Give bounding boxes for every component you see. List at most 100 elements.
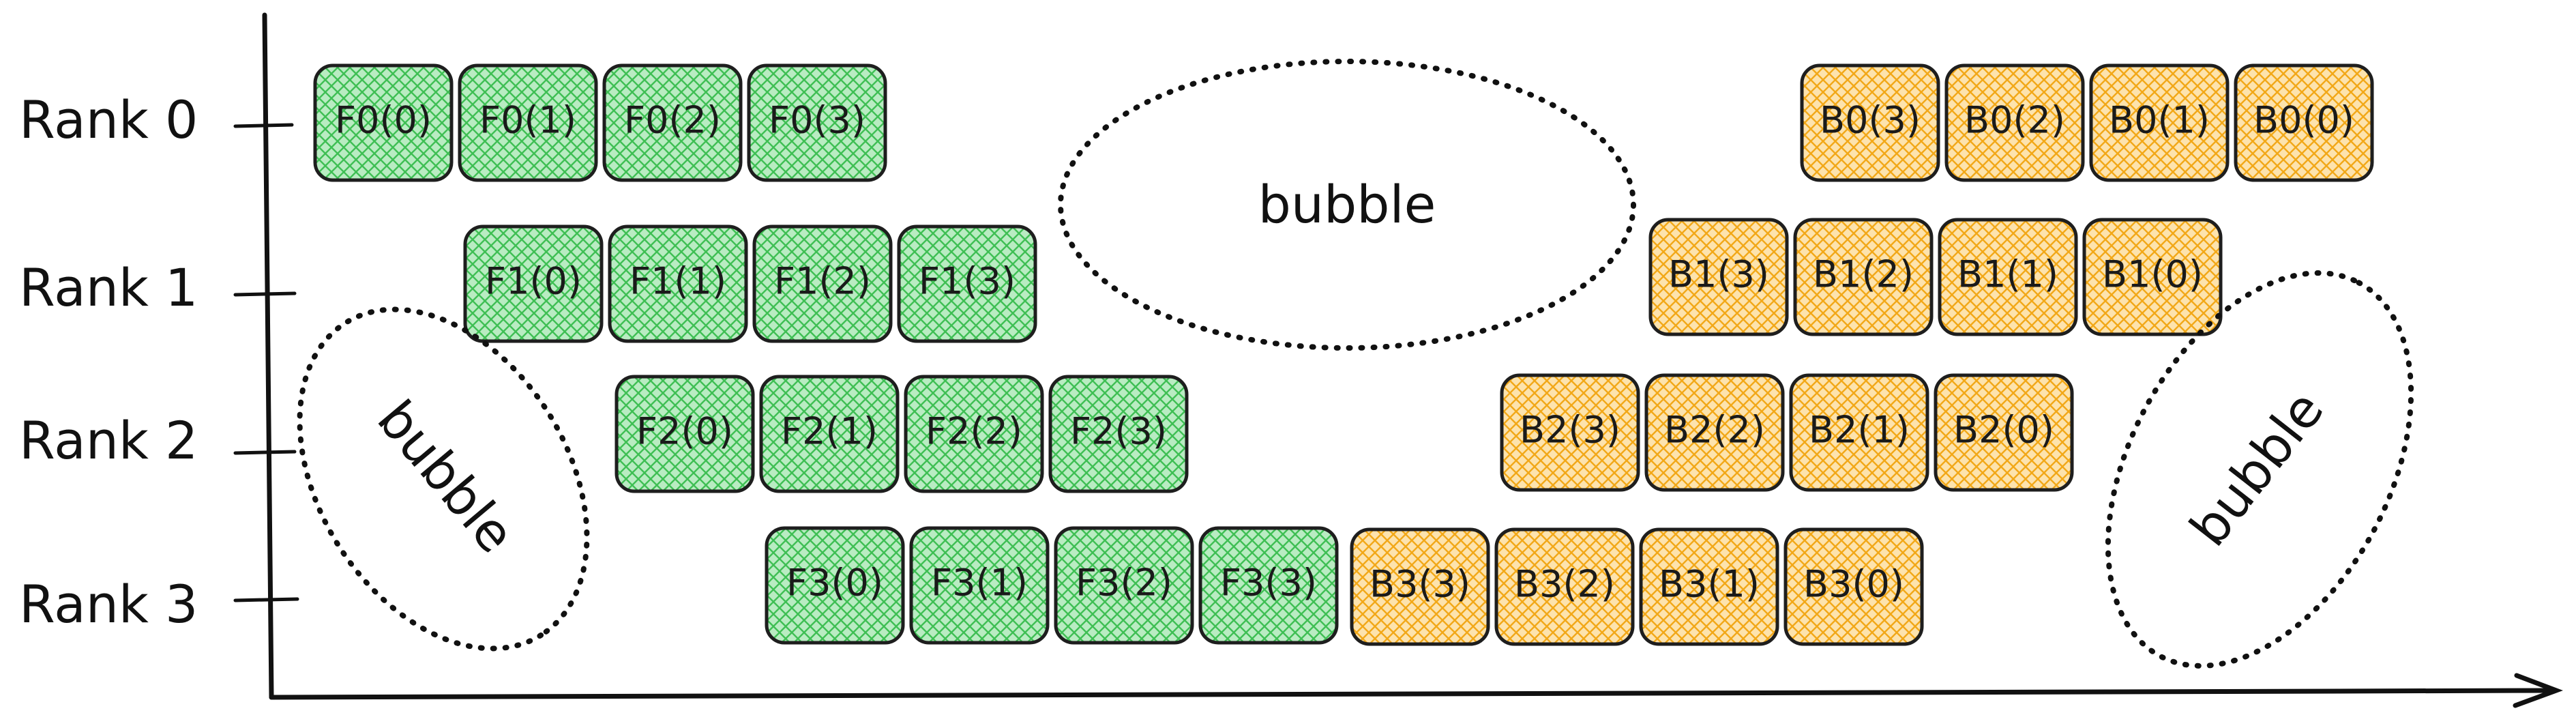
bubble-label: bubble <box>366 389 527 564</box>
forward-block-label: F3(0) <box>786 562 883 605</box>
forward-block: F0(0) <box>313 63 454 182</box>
forward-block-box <box>752 224 893 343</box>
backward-block: B0(3) <box>1800 63 1940 182</box>
forward-block-label: F1(0) <box>485 260 582 303</box>
forward-block-label: F0(1) <box>479 99 576 142</box>
rank-tick <box>233 450 297 455</box>
bubble-outline <box>297 306 590 652</box>
backward-block-label: B3(0) <box>1803 563 1904 606</box>
forward-block-label: F3(2) <box>1076 562 1172 605</box>
backward-block-box <box>1648 218 1789 336</box>
backward-block-label: B2(1) <box>1809 409 1910 452</box>
backward-block: B1(0) <box>2082 218 2223 336</box>
forward-block-box <box>602 63 743 182</box>
forward-block: F2(2) <box>904 375 1044 493</box>
y-axis <box>262 12 274 700</box>
backward-block: B1(1) <box>1938 218 2078 336</box>
backward-block-label: B3(3) <box>1370 563 1470 606</box>
backward-block-box <box>1800 63 1940 182</box>
forward-block-box <box>313 63 454 182</box>
backward-block: B3(1) <box>1639 527 1779 646</box>
forward-block: F2(1) <box>759 375 900 493</box>
forward-block: F1(3) <box>897 224 1037 343</box>
backward-block-label: B3(2) <box>1514 563 1615 606</box>
backward-block: B1(2) <box>1793 218 1934 336</box>
forward-block: F0(3) <box>747 63 887 182</box>
backward-block-box <box>2082 218 2223 336</box>
backward-block-label: B0(1) <box>2109 99 2210 142</box>
forward-block-box <box>1048 375 1189 493</box>
bubble-top: bubble <box>1058 59 1636 351</box>
backward-block-box <box>1934 373 2074 492</box>
forward-block: F1(0) <box>463 224 604 343</box>
forward-block-box <box>904 375 1044 493</box>
rank-2-row: F2(0) F2(1) F2(2) F2(3) B2(3) B2(2) B2(1… <box>615 373 2074 493</box>
forward-block-label: F0(3) <box>769 99 865 142</box>
rank-labels: Rank 0 Rank 1 Rank 2 Rank 3 <box>19 89 299 635</box>
forward-block-label: F2(1) <box>781 410 878 453</box>
backward-block: B2(0) <box>1934 373 2074 492</box>
forward-block-box <box>765 526 905 645</box>
backward-block-label: B3(1) <box>1659 563 1760 606</box>
backward-block-label: B0(3) <box>1820 99 1921 142</box>
x-axis <box>269 688 2557 700</box>
backward-block: B0(0) <box>2234 63 2374 182</box>
forward-block-box <box>1054 526 1194 645</box>
rank-label: Rank 1 <box>19 257 198 318</box>
backward-block: B1(3) <box>1648 218 1789 336</box>
bubble-label: bubble <box>1258 174 1436 235</box>
backward-block-label: B1(1) <box>1957 253 2058 296</box>
forward-block: F0(2) <box>602 63 743 182</box>
forward-block: F3(3) <box>1198 526 1339 645</box>
forward-block: F3(2) <box>1054 526 1194 645</box>
backward-block-label: B2(0) <box>1953 409 2054 452</box>
rank-label: Rank 2 <box>19 410 198 471</box>
backward-block: B0(2) <box>1944 63 2085 182</box>
backward-block-label: B2(3) <box>1520 409 1620 452</box>
forward-block-box <box>615 375 755 493</box>
forward-block: F3(0) <box>765 526 905 645</box>
backward-block-label: B1(2) <box>1813 253 1914 296</box>
backward-block-label: B2(2) <box>1664 409 1765 452</box>
rank-tick <box>233 597 299 602</box>
backward-block-box <box>1793 218 1934 336</box>
bubble-outline <box>1058 59 1636 351</box>
backward-block-label: B1(3) <box>1668 253 1769 296</box>
backward-block-box <box>2234 63 2374 182</box>
rank-tick <box>233 291 297 297</box>
backward-block: B3(2) <box>1494 527 1635 646</box>
forward-block-label: F0(0) <box>335 99 432 142</box>
backward-block: B0(1) <box>2089 63 2230 182</box>
backward-block-label: B0(0) <box>2253 99 2354 142</box>
backward-block-box <box>1494 527 1635 646</box>
forward-block: F1(1) <box>608 224 748 343</box>
rank-tick <box>233 123 294 128</box>
backward-block: B3(0) <box>1783 527 1924 646</box>
rank-3-row: F3(0) F3(1) F3(2) F3(3) B3(3) B3(2) B3(1… <box>765 526 1924 646</box>
backward-block-box <box>2089 63 2230 182</box>
forward-block-label: F1(2) <box>774 260 871 303</box>
forward-block: F1(2) <box>752 224 893 343</box>
forward-block-label: F2(3) <box>1070 410 1167 453</box>
backward-block-box <box>1639 527 1779 646</box>
forward-block-label: F1(1) <box>630 260 726 303</box>
forward-block-box <box>909 526 1050 645</box>
forward-block-box <box>759 375 900 493</box>
forward-block-box <box>458 63 598 182</box>
backward-block-label: B1(0) <box>2102 253 2203 296</box>
backward-block-box <box>1944 63 2085 182</box>
forward-block-box <box>463 224 604 343</box>
backward-block-box <box>1783 527 1924 646</box>
backward-block-box <box>1789 373 1929 492</box>
backward-block-label: B0(2) <box>1964 99 2065 142</box>
backward-block-box <box>1500 373 1640 492</box>
forward-block-label: F2(2) <box>926 410 1022 453</box>
forward-block-label: F1(3) <box>919 260 1016 303</box>
backward-block: B2(2) <box>1644 373 1785 492</box>
rank-label: Rank 0 <box>19 89 198 150</box>
backward-block: B2(3) <box>1500 373 1640 492</box>
backward-block-box <box>1644 373 1785 492</box>
forward-block: F0(1) <box>458 63 598 182</box>
rank-label: Rank 3 <box>19 574 198 635</box>
